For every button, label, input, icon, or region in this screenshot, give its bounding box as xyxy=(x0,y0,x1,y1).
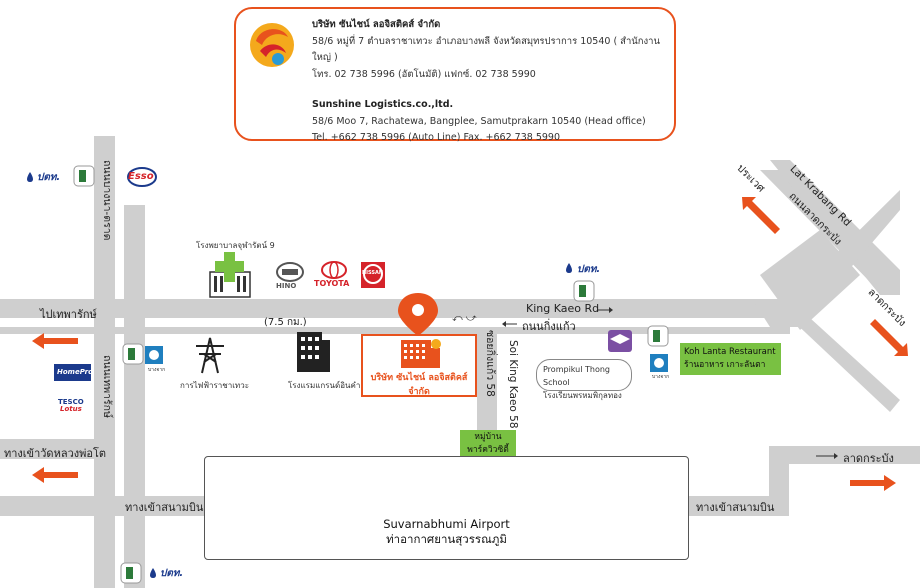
label-to-thepharak: ไปเทพารักษ์ xyxy=(40,308,97,321)
label-soi-king-kaeo-en: Soi King Kaeo 58 xyxy=(507,340,519,429)
label-bangchak-1: บางจาก xyxy=(148,367,166,373)
label-king-kaeo-en: King Kaeo Rd xyxy=(526,302,600,315)
power-tower-icon xyxy=(196,337,224,374)
direction-arrows xyxy=(32,197,908,491)
airport-label: Suvarnabhumi Airport ท่าอากาศยานสุวรรณภู… xyxy=(205,517,688,547)
label-king-kaeo-th: ถนนกิ่งแก้ว xyxy=(522,320,576,333)
lotus-label: Lotus xyxy=(60,405,82,413)
esso-logo xyxy=(127,167,157,187)
bangchak-icon-1 xyxy=(145,346,163,364)
label-hotel: โรงแรมแกรนด์อินคำ xyxy=(288,381,361,390)
connector-road-right xyxy=(769,446,789,516)
bangchak-icon-2 xyxy=(650,354,668,372)
hino-label: HINO xyxy=(276,282,297,290)
homepro-logo xyxy=(54,364,91,381)
school-name-en: Prompikul Thong School xyxy=(543,365,611,387)
label-bangchak-2: บางจาก xyxy=(652,374,670,380)
ptt-icon-2 xyxy=(566,263,572,273)
label-soi-king-kaeo-th: ซอยกิ่งแก้ว 58 xyxy=(484,330,496,397)
school-name-th: โรงเรียนพรหมพิกุลทอง xyxy=(543,391,622,400)
arrow-upleft-pravet xyxy=(742,197,780,234)
ptt-label-3: ปตท. xyxy=(160,568,184,579)
soi-king-kaeo-58-road xyxy=(477,327,497,462)
theparak-road-v2 xyxy=(124,205,145,588)
school-label-box: Prompikul Thong School โรงเรียนพรหมพิกุล… xyxy=(536,359,632,400)
label-airport-entrance-left: ทางเข้าสนามบิน xyxy=(125,501,204,514)
label-theparak-road: ถนนเทพารักษ์ xyxy=(101,355,113,418)
lat-krabang-diag-1b xyxy=(770,160,900,295)
airport-name-en: Suvarnabhumi Airport xyxy=(383,517,510,531)
ptt-icon-3 xyxy=(150,568,156,578)
company-phone-th: โทร. 02 738 5996 (อัตโนมัติ) แฟกซ์. 02 7… xyxy=(312,68,536,80)
label-hospital: โรงพยาบาลจุฬารัตน์ 9 xyxy=(196,241,275,250)
gas-station-icon-4 xyxy=(647,325,669,347)
company-address-en: 58/6 Moo 7, Rachatewa, Bangplee, Samutpr… xyxy=(312,115,646,127)
hotel-building-icon xyxy=(297,332,330,372)
ptt-label-1: ปตท. xyxy=(37,172,61,183)
label-to-wat-luang-pho-to: ทางเข้าวัดหลวงพ่อโต xyxy=(4,447,107,460)
theparak-road-v1 xyxy=(94,136,115,588)
lat-krabang-lower-road xyxy=(770,446,920,464)
king-kaeo-road-2 xyxy=(0,327,790,334)
company-map-label: บริษัท ซันไชน์ ลอจิสติคส์ จำกัด xyxy=(370,373,468,397)
ptt-icon-1 xyxy=(27,172,33,182)
road-left-lower xyxy=(0,439,94,459)
location-pin-icon xyxy=(398,293,438,336)
gas-station-icon-1 xyxy=(73,165,95,187)
airport-name-th: ท่าอากาศยานสุวรรณภูมิ xyxy=(386,532,507,546)
airport-box: Suvarnabhumi Airport ท่าอากาศยานสุวรรณภู… xyxy=(204,456,689,560)
gas-station-icon-5 xyxy=(120,562,142,584)
school-icon xyxy=(608,330,632,352)
village-line1: หมู่บ้าน xyxy=(474,432,502,442)
nissan-label: NISSAN xyxy=(362,270,384,276)
tesco-label: TESCO xyxy=(58,398,84,406)
gas-station-icon-2 xyxy=(573,280,595,302)
company-info-text: บริษัท ซันไชน์ ลอจิสติคส์ จำกัด 58/6 หมู… xyxy=(312,17,674,147)
restaurant-name-en: Koh Lanta Restaurant xyxy=(684,347,776,357)
restaurant-name-th: ร้านอาหาร เกาะลันตา xyxy=(684,360,766,370)
nissan-logo xyxy=(361,262,385,288)
king-kaeo-road xyxy=(0,299,790,318)
company-address-th: 58/6 หมู่ที่ 7 ตำบลราชาเทวะ อำเภอบางพลี … xyxy=(312,35,661,64)
label-lat-krabang-bottom: ลาดกระบัง xyxy=(843,452,894,465)
label-bangna-trad: ถนนบางนา-ตราด xyxy=(101,160,113,241)
toyota-label: TOYOTA xyxy=(314,279,350,288)
company-phone-en: Tel. +662 738 5996 (Auto Line) Fax. +662… xyxy=(312,132,560,143)
label-airport-entrance-right: ทางเข้าสนามบิน xyxy=(696,501,775,514)
arrow-right-latkrabang xyxy=(850,475,896,491)
arrow-downright-latkrabang xyxy=(870,319,908,356)
arrow-left-watluang xyxy=(32,467,78,483)
hospital-icon xyxy=(209,252,251,298)
company-logo-icon xyxy=(250,23,294,67)
arrow-left-thepharak xyxy=(32,333,78,349)
toyota-logo xyxy=(321,261,347,279)
hino-logo xyxy=(276,262,304,282)
label-electricity: การไฟฟ้าราชาเทวะ xyxy=(180,381,249,390)
company-info-box: บริษัท ซันไชน์ ลอจิสติคส์ จำกัด 58/6 หมู… xyxy=(234,7,676,143)
lat-krabang-diag-2 xyxy=(752,190,900,327)
homepro-label: HomePro xyxy=(57,368,93,376)
airport-road-left xyxy=(0,496,204,516)
lat-krabang-diag-3 xyxy=(790,318,900,412)
lat-krabang-junction xyxy=(760,230,860,330)
village-line2: พาร์ควิวซิตี้ xyxy=(467,445,509,455)
u-turn-icon: ⤺ ⤻ xyxy=(452,313,477,324)
label-distance: (7.5 กม.) xyxy=(264,317,307,328)
company-name-th: บริษัท ซันไชน์ ลอจิสติคส์ จำกัด xyxy=(312,19,441,30)
village-label-box: หมู่บ้าน พาร์ควิวซิตี้ xyxy=(460,430,516,456)
company-name-en: Sunshine Logistics.co.,ltd. xyxy=(312,99,454,110)
ptt-label-2: ปตท. xyxy=(577,264,601,275)
esso-label: Esso xyxy=(128,171,154,182)
airport-road-right xyxy=(689,496,779,516)
restaurant-label-box: Koh Lanta Restaurant ร้านอาหาร เกาะลันตา xyxy=(680,343,781,375)
gas-station-icon-3 xyxy=(122,343,144,365)
